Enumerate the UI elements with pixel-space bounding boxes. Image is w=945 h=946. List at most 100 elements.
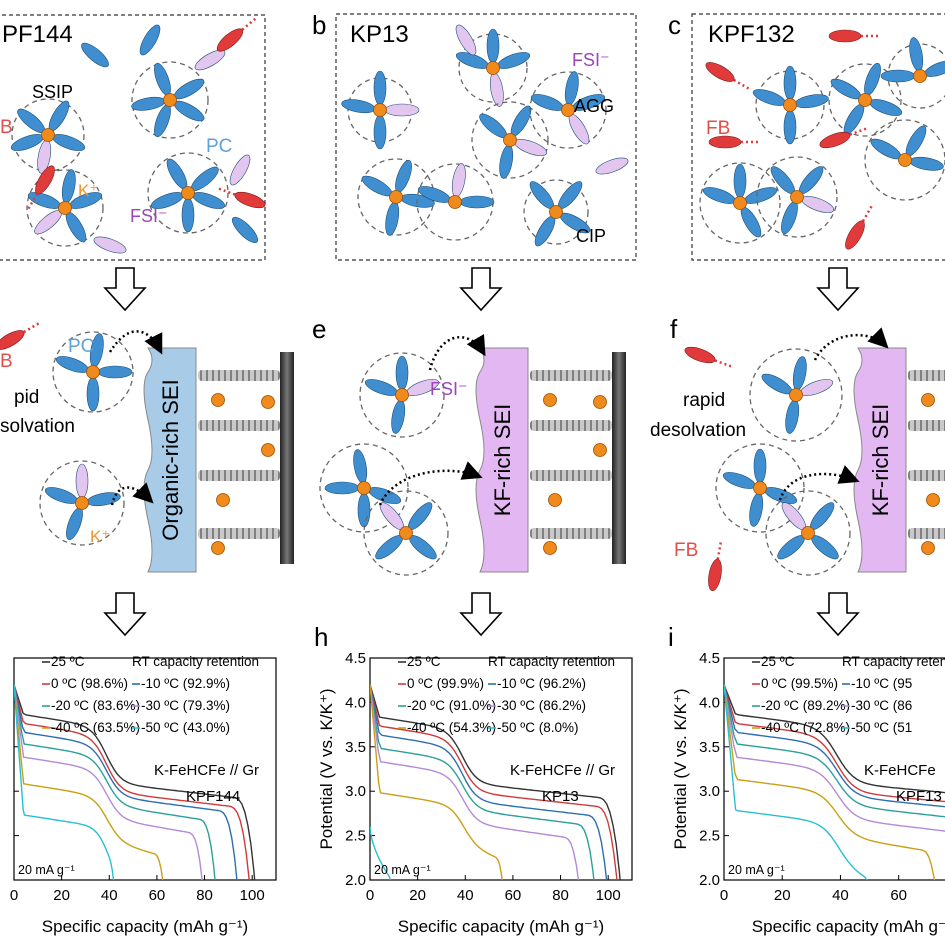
y-tick-label: 3.0 (345, 783, 366, 800)
k-ion (448, 195, 462, 209)
solvation-cluster (341, 24, 629, 247)
pc-label: PC (68, 336, 94, 357)
y-tick-label: 3.5 (699, 739, 720, 756)
graphite-layer (908, 470, 945, 481)
k-ion (913, 69, 927, 83)
pc-molecule (486, 28, 500, 64)
pc-molecule (497, 52, 531, 69)
k-ion (486, 61, 500, 75)
solvation-shell (529, 71, 607, 149)
pc-molecule (373, 70, 387, 106)
pc-molecule (499, 144, 514, 179)
legend-label: 25 ºC (761, 654, 795, 669)
fb-label: FB (674, 540, 698, 561)
k-ion (593, 395, 607, 409)
interaction-dots (861, 204, 874, 222)
graphite-layer (908, 528, 945, 539)
k-ion (753, 481, 767, 495)
k-label: K⁺ (78, 181, 98, 200)
migration-arrow (378, 461, 483, 506)
series-line (14, 684, 115, 880)
migration-arrow (110, 482, 154, 506)
pc-molecule (909, 156, 944, 171)
legend-label: -40 ºC (72.8%) (761, 720, 850, 735)
sei-layer (475, 347, 529, 573)
k-ion (898, 153, 912, 167)
cell-label: K-FeHCFe // Gr (510, 762, 615, 779)
series-line (14, 684, 250, 880)
agg-label: AGG (574, 96, 614, 116)
x-tick-label: 40 (101, 887, 118, 904)
y-axis-label: Potential (V vs. K/K⁺) (671, 688, 690, 849)
pc-molecule (764, 487, 798, 504)
legend-label: 0 ºC (99.9%) (407, 676, 484, 691)
x-tick-label: 80 (196, 887, 213, 904)
k-ion (399, 526, 413, 540)
fsi-anion (75, 463, 89, 499)
k-ion (561, 103, 575, 117)
series-line (370, 684, 608, 880)
pc-molecule (154, 62, 171, 96)
x-tick-label: 60 (505, 887, 522, 904)
graphite-layer (908, 370, 945, 381)
x-tick-label: 80 (552, 887, 569, 904)
solvation-shell (715, 443, 805, 533)
sei-layer (143, 347, 197, 573)
panel-b-frame (335, 13, 637, 261)
pc-molecule (357, 492, 371, 528)
fsi-anion (451, 163, 466, 198)
solvation-shell (755, 70, 825, 140)
k-ion (211, 393, 225, 407)
legend-label: 0 ºC (99.5%) (761, 676, 838, 691)
y-tick-label: 2.0 (699, 872, 720, 889)
rate-label: 20 mA g⁻¹ (374, 863, 431, 877)
k-ion (858, 93, 872, 107)
fsi-anion (514, 139, 548, 156)
sei-schematic: KF-rich SEI (684, 327, 945, 592)
sei-label: Organic-rich SEI (158, 379, 183, 540)
y-tick-label: 4.0 (345, 694, 366, 711)
k-ion (543, 541, 557, 555)
pc-molecule (909, 37, 924, 72)
migration-arrow (108, 330, 163, 355)
x-tick-label: 60 (149, 887, 166, 904)
down-arrow-icon (459, 267, 503, 312)
y-axis-label: Potential (V vs. K/K⁺) (317, 688, 336, 849)
sei-schematic: KF-rich SEI (319, 333, 626, 576)
k-ion (548, 493, 562, 507)
k-ion (181, 186, 195, 200)
series-line (14, 684, 216, 880)
interaction-dots (241, 17, 257, 31)
sei-label: KF-rich SEI (868, 404, 893, 516)
k-ion (373, 103, 387, 117)
pc-molecule (373, 114, 387, 150)
graphite-layer (530, 370, 612, 381)
pc-molecule (391, 399, 406, 434)
panel-c: c KPF132 FB (668, 10, 945, 261)
legend-label: -50 ºC (8.0%) (497, 720, 578, 735)
k-ion (801, 526, 815, 540)
solvation-shell (319, 443, 409, 533)
x-tick-label: 0 (720, 887, 728, 904)
series-line (370, 684, 503, 880)
y-tick-label: 2.5 (699, 828, 720, 845)
solvent-molecule (139, 24, 161, 56)
y-tick-label: 2.0 (345, 872, 366, 889)
solvation-shell (39, 460, 125, 546)
process-arrows (103, 267, 860, 637)
down-arrow-icon (103, 592, 147, 637)
panel-e: e KF-rich SEI FSI⁻ (312, 314, 626, 576)
pc-molecule (783, 65, 797, 101)
legend-label: 0 ºC (98.6%) (51, 676, 128, 691)
electrolyte-label: KPF144 (186, 788, 240, 805)
solvation-cluster (10, 17, 266, 254)
graphite-layer (530, 470, 612, 481)
k-ion (75, 496, 89, 510)
ssip-label: SSIP (32, 82, 73, 102)
k-ion (549, 205, 563, 219)
solvation-shell (458, 33, 528, 103)
k-ion (921, 393, 935, 407)
interaction-dots (217, 187, 236, 196)
